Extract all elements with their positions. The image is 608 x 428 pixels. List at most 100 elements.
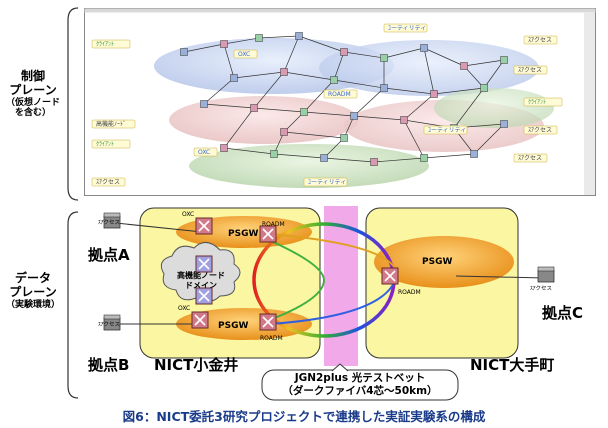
control-plane-node	[280, 68, 288, 76]
svg-text:ﾕーティリティ: ﾕーティリティ	[308, 179, 346, 186]
control-plane-tag: ROADM	[323, 89, 358, 99]
svg-text:ｸﾗｲｱﾝﾄ: ｸﾗｲｱﾝﾄ	[528, 99, 546, 106]
control-plane-tag: ｽｱクセス	[513, 153, 548, 163]
access-server-icon	[103, 314, 121, 331]
control-plane-tag: ｽｱクセス	[513, 65, 548, 75]
control-plane-tag: 高機能ﾉｰﾄﾞ	[91, 119, 136, 129]
control-plane-node	[295, 32, 303, 40]
svg-text:OXC: OXC	[238, 51, 250, 58]
psgw-label-right: PSGW	[422, 257, 452, 267]
control-plane-tag: ﾕーティリティ	[383, 23, 428, 33]
control-plane-node	[500, 120, 508, 128]
control-plane-node	[180, 48, 188, 56]
testbed-line1: JGN2plus 光テストベット	[294, 372, 426, 384]
svg-text:OXC: OXC	[198, 149, 210, 156]
roadm-label-3: ROADM	[398, 289, 421, 296]
hf-node-label-2: ドメイン	[185, 281, 217, 290]
control-plane-node	[230, 74, 238, 82]
site-a-label: 拠点A	[88, 246, 130, 264]
control-plane-node	[340, 134, 348, 142]
data-plane-note: （実験環境）	[5, 299, 60, 310]
testbed-callout: JGN2plus 光テストベット （ダークファイバ4芯～50km）	[262, 372, 458, 398]
control-plane-tag: ｽｱクセス	[91, 177, 126, 187]
control-plane-node	[250, 104, 258, 112]
control-plane-tag: ｽｱクセス	[523, 35, 558, 45]
control-plane-node	[270, 150, 278, 158]
control-plane-label: 制御プレーン （仮想ノードを含む）	[2, 69, 64, 118]
control-plane-node	[340, 48, 348, 56]
network-device	[381, 267, 399, 285]
access-server-icon	[537, 266, 555, 283]
access-label-b: ｽｱクセス	[98, 321, 120, 328]
svg-text:ｽｱクセス: ｽｱクセス	[528, 127, 552, 134]
control-plane-node	[320, 154, 328, 162]
psgw-label-top: PSGW	[228, 229, 258, 239]
control-plane-node	[470, 150, 478, 158]
psgw-label-bottom: PSGW	[218, 321, 248, 331]
oxc-label-1: OXC	[182, 211, 194, 218]
control-plane-node	[500, 56, 508, 64]
svg-text:ｽｱクセス: ｽｱクセス	[96, 179, 120, 186]
control-plane-node	[255, 34, 263, 42]
control-plane-tag: ｸﾗｲｱﾝﾄ	[91, 139, 131, 149]
control-plane-tag: ﾕーティリティ	[303, 177, 348, 187]
control-plane-node	[430, 90, 438, 98]
control-plane-node	[300, 108, 308, 116]
svg-text:ROADM: ROADM	[328, 91, 351, 98]
control-plane-node	[380, 54, 388, 62]
roadm-label-2: ROADM	[260, 335, 283, 342]
control-plane-tag: OXC	[193, 147, 218, 157]
svg-text:ｸﾗｲｱﾝﾄ: ｸﾗｲｱﾝﾄ	[96, 141, 114, 148]
svg-text:高機能ﾉｰﾄﾞ: 高機能ﾉｰﾄﾞ	[96, 120, 126, 128]
site-b-label: 拠点B	[88, 356, 130, 374]
testbed-line2: （ダークファイバ4芯～50km）	[282, 385, 438, 397]
network-device	[195, 217, 213, 235]
control-plane-tag: ｽｱクセス	[523, 125, 558, 135]
svg-text:ｽｱクセス: ｽｱクセス	[518, 155, 542, 162]
access-label-a: ｽｱクセス	[98, 219, 120, 226]
site-c-label: 拠点C	[542, 304, 584, 322]
hf-node-label-1: 高機能ノード	[177, 270, 225, 280]
network-device	[195, 255, 213, 273]
network-device	[259, 225, 277, 243]
control-plane-tag: ｸﾗｲｱﾝﾄ	[523, 97, 563, 107]
nict-koganei-label: NICT小金井	[154, 356, 239, 374]
figure-caption: 図6：NICT委託3研究プロジェクトで連携した実証実験系の構成	[122, 409, 486, 424]
control-plane-node	[480, 84, 488, 92]
svg-text:ｸﾗｲｱﾝﾄ: ｸﾗｲｱﾝﾄ	[96, 41, 114, 48]
control-plane-node	[220, 144, 228, 152]
control-plane-node	[330, 76, 338, 84]
control-plane-node	[280, 128, 288, 136]
control-plane-tag: OXC	[233, 49, 258, 59]
network-device	[195, 287, 213, 305]
control-plane-node	[370, 158, 378, 166]
access-label-c: ｽｱクセス	[530, 285, 552, 292]
svg-text:ﾕーティリティ: ﾕーティリティ	[388, 25, 426, 32]
data-plane-label: データプレーン （実験環境）	[2, 271, 64, 310]
control-plane-node	[200, 100, 208, 108]
data-plane-diagram: 高機能ノード ドメイン PSGW PSGW PSGW ROADM ROADM R…	[98, 206, 555, 366]
control-plane-node	[380, 84, 388, 92]
control-plane-tag: ｸﾗｲｱﾝﾄ	[91, 39, 131, 49]
control-plane-tag: ﾕーティリティ	[423, 125, 468, 135]
svg-text:ﾕーティリティ: ﾕーティリティ	[428, 127, 466, 134]
data-plane-title: データプレーン	[9, 271, 57, 299]
control-plane-node	[400, 116, 408, 124]
oxc-label-2: OXC	[178, 305, 190, 312]
control-plane-note: （仮想ノードを含む）	[5, 97, 60, 118]
control-plane-node	[350, 112, 358, 120]
psgw-right-ellipse	[374, 236, 514, 288]
control-plane-node	[220, 40, 228, 48]
svg-text:ｽｱクセス: ｽｱクセス	[518, 67, 542, 74]
access-server-icon	[103, 212, 121, 229]
svg-text:ｽｱクセス: ｽｱクセス	[528, 37, 552, 44]
control-plane-node	[420, 154, 428, 162]
control-plane-node	[420, 44, 428, 52]
control-plane-title: 制御プレーン	[9, 69, 57, 97]
nict-otemachi-label: NICT大手町	[470, 356, 555, 374]
network-device	[191, 311, 209, 329]
testbed-band	[324, 206, 358, 366]
control-plane-node	[460, 62, 468, 70]
